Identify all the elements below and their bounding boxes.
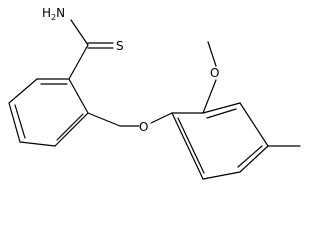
- bond-oxygen-ring2: [150, 112, 173, 124]
- bond-ring1-e: [54, 112, 89, 147]
- atom-labels: H2N S O O: [42, 6, 219, 134]
- bond-carbon-nitrogen: [70, 19, 89, 46]
- bond-ring1-inner-3: [56, 113, 84, 141]
- bond-ring-ch2: [87, 112, 121, 127]
- chemical-structure: H2N S O O: [8, 6, 301, 180]
- bond-ring2-e: [202, 171, 241, 180]
- bond-ring2-f: [171, 112, 204, 180]
- bond-ring2-c: [239, 102, 269, 147]
- bond-ring2-d: [239, 145, 269, 173]
- atom-label-amine-subscript: 2: [51, 13, 56, 22]
- atom-label-amine: H2N: [42, 6, 65, 22]
- atom-label-sulfur: S: [116, 39, 124, 53]
- bond-ring2-methoxy-oxygen: [202, 79, 217, 114]
- bond-ring1-inner-2: [14, 104, 26, 139]
- bond-ring-thiocarbon: [68, 44, 89, 80]
- bond-ring2-inner-3: [177, 117, 205, 174]
- bond-ring1-c: [8, 102, 21, 143]
- bond-methoxy-oxygen-methyl: [207, 41, 217, 67]
- bond-ring2-inner-2: [237, 145, 263, 168]
- atom-label-methoxy-oxygen: O: [210, 66, 219, 80]
- bond-ring1-d: [19, 141, 56, 147]
- bond-ring2-inner-1: [206, 108, 237, 119]
- bond-ring2-b: [202, 102, 241, 114]
- bond-ring1-f: [68, 78, 89, 114]
- atom-label-amine-h: H: [42, 6, 51, 20]
- atom-label-ether-oxygen: O: [139, 120, 148, 134]
- bond-lines: [8, 19, 301, 180]
- bond-ring1-b: [8, 78, 38, 104]
- atom-label-amine-n: N: [56, 6, 65, 20]
